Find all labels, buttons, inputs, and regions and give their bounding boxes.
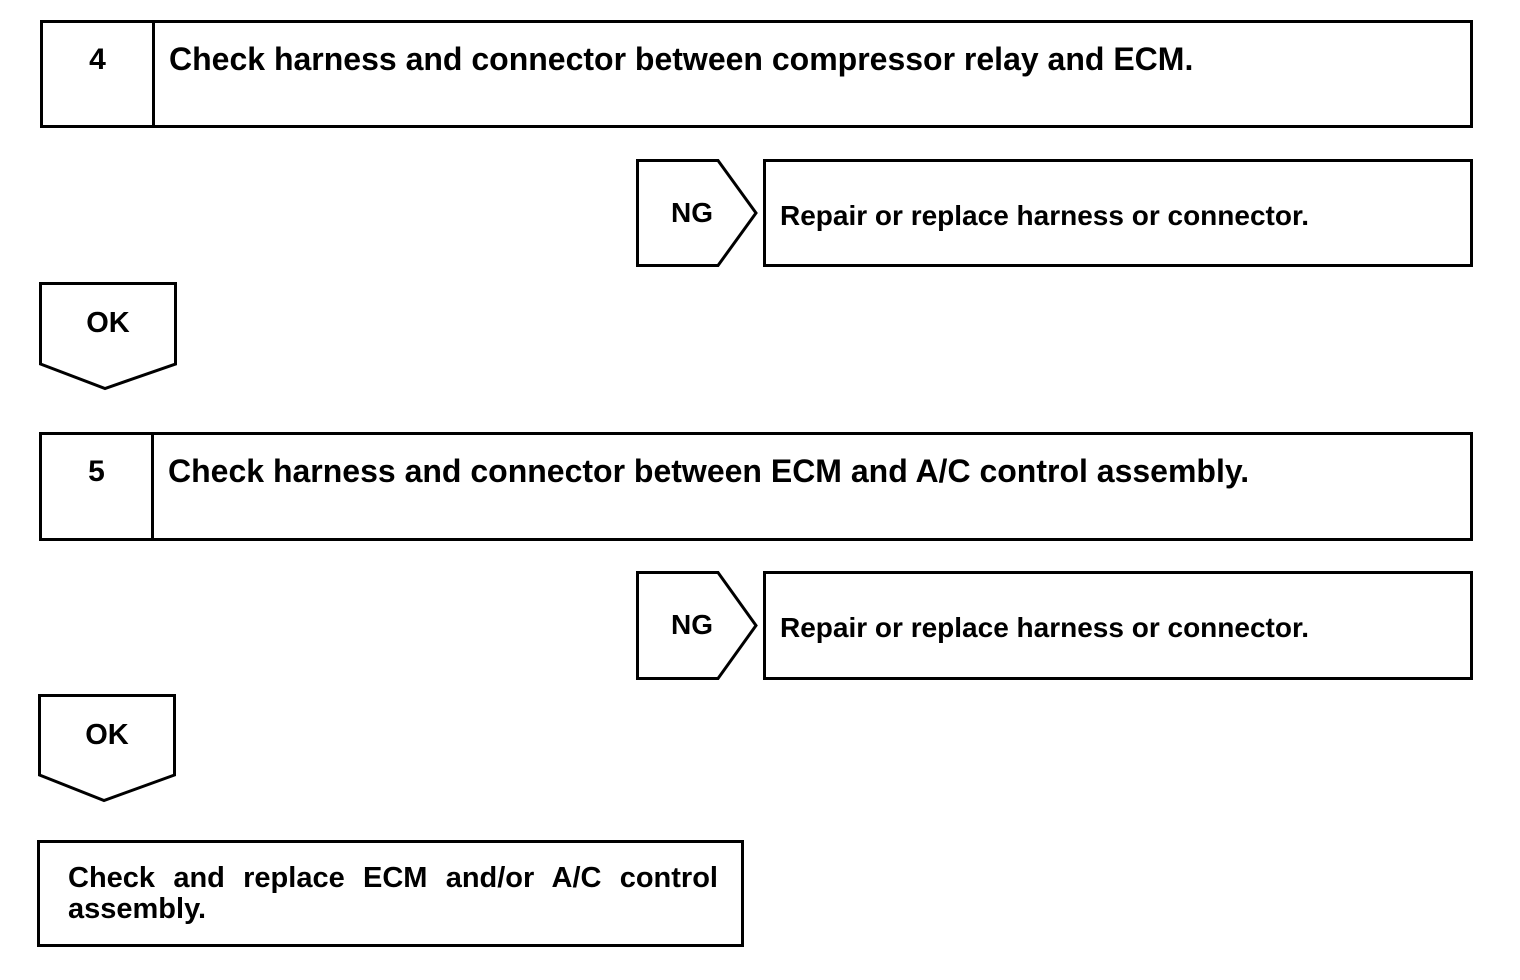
final-action: Check and replace ECM and/or A/C control… [68, 862, 718, 925]
step-4-ng-action-box: Repair or replace harness or connector. [763, 159, 1473, 267]
step-4-ng-arrow: NG [636, 159, 760, 267]
step-5-ng-arrow: NG [636, 571, 760, 680]
step-5-ng-action: Repair or replace harness or connector. [780, 612, 1310, 643]
step-4-ok-arrow: OK [39, 282, 177, 391]
step-5-number: 5 [42, 435, 154, 538]
step-4-ng-label: NG [671, 197, 713, 228]
step-4-box: 4 Check harness and connector between co… [40, 20, 1473, 128]
step-5-ok-arrow: OK [38, 694, 176, 803]
step-4-ng-action: Repair or replace harness or connector. [780, 200, 1310, 231]
step-5-ng-action-box: Repair or replace harness or connector. [763, 571, 1473, 680]
step-4-instruction: Check harness and connector between comp… [169, 41, 1194, 77]
step-5-ng-label: NG [671, 609, 713, 640]
step-4-number: 4 [43, 23, 155, 125]
step-5-instruction: Check harness and connector between ECM … [168, 453, 1250, 489]
step-5-ok-label: OK [85, 719, 129, 751]
final-action-box: Check and replace ECM and/or A/C control… [37, 840, 744, 947]
step-4-ok-label: OK [86, 307, 130, 339]
step-5-box: 5 Check harness and connector between EC… [39, 432, 1473, 541]
